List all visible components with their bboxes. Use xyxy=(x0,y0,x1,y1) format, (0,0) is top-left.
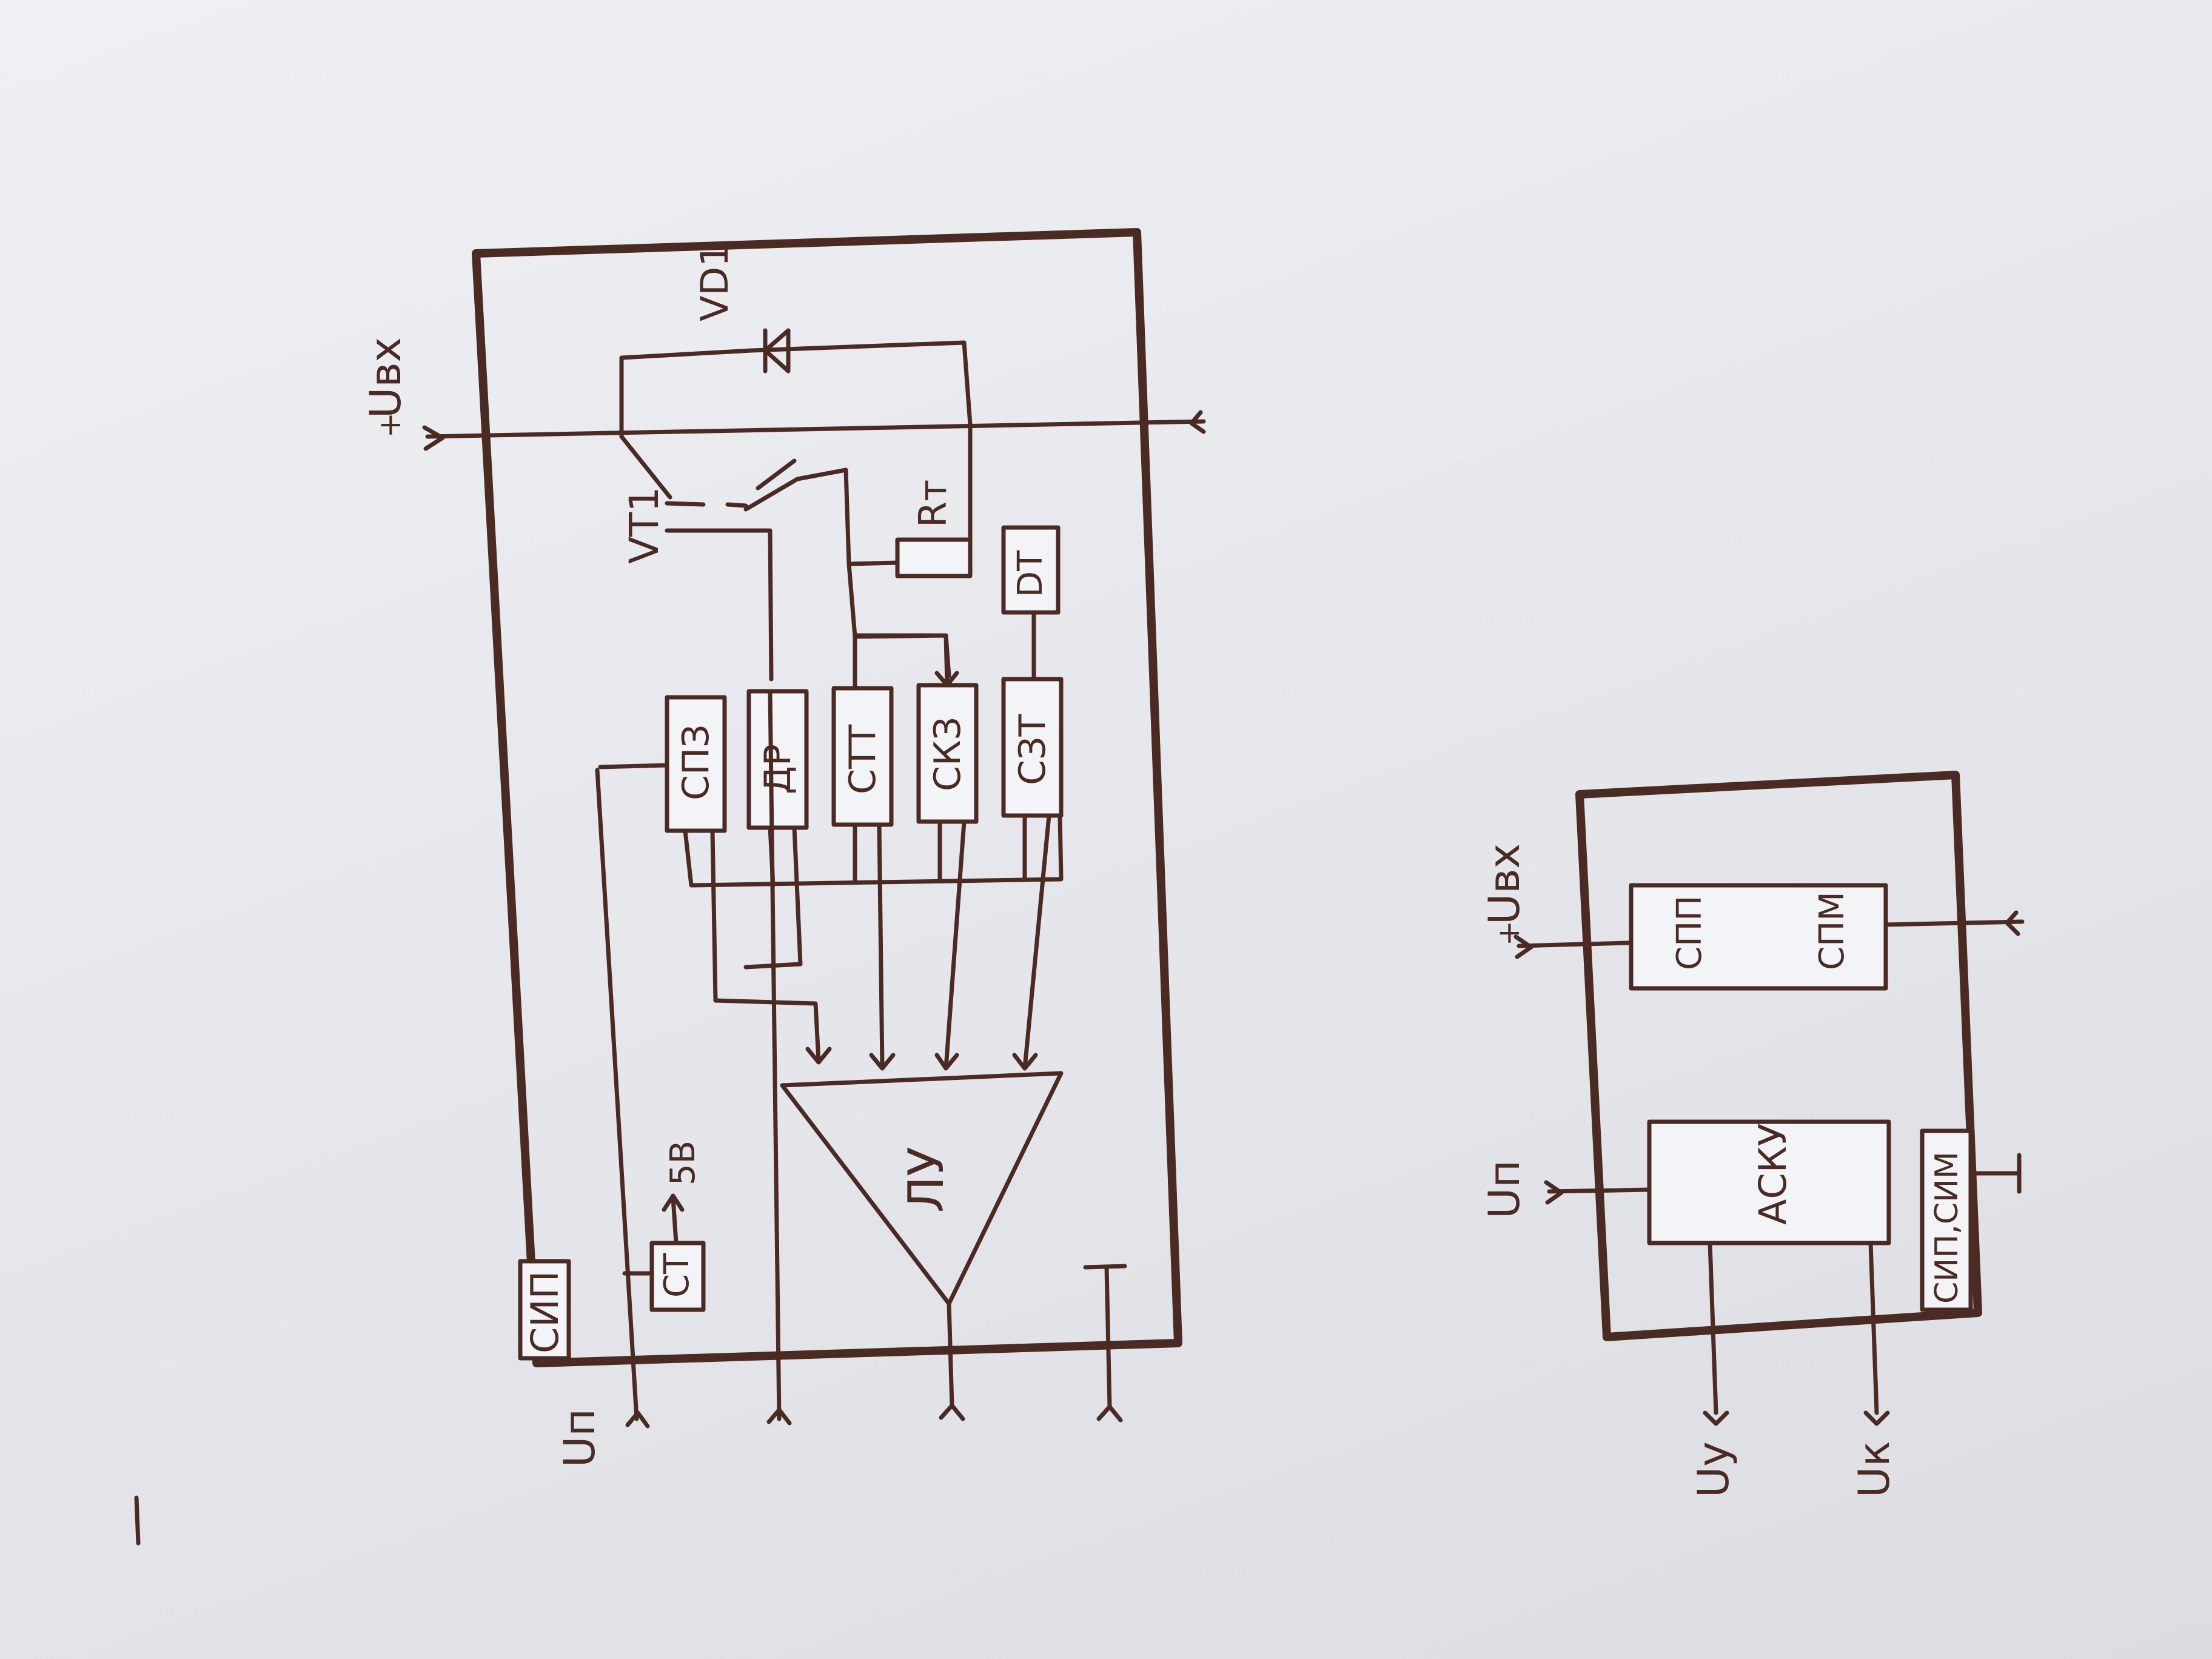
ground-symbol xyxy=(1083,1264,1127,1409)
logic-feed-1 xyxy=(710,828,832,1065)
diode-loop xyxy=(619,340,973,439)
out-u-arrow xyxy=(1703,1410,1729,1426)
logic-feed-2 xyxy=(743,825,803,970)
right-output-wire xyxy=(1883,919,2025,927)
asku-box xyxy=(1647,1119,1891,1245)
block-dr xyxy=(746,689,809,830)
diode-symbol xyxy=(763,328,791,374)
spp-label: СПП xyxy=(1670,896,1709,970)
right-input-arrow xyxy=(1513,934,1533,959)
transistor-collector xyxy=(619,434,672,500)
block-label: СТТ xyxy=(842,724,884,794)
ground-out-arrow xyxy=(1096,1404,1123,1423)
transistor-emitter xyxy=(756,458,797,491)
spz-feed xyxy=(598,763,669,769)
pen-mark xyxy=(134,1495,141,1546)
block-label: СПЗ xyxy=(675,725,717,800)
supply-arrow xyxy=(625,1410,650,1429)
skz-arrow xyxy=(853,633,959,688)
transistor-gate xyxy=(665,528,774,682)
out-k-wire xyxy=(1868,1241,1879,1415)
right-input-label: Uвх xyxy=(1480,843,1529,925)
right-frame xyxy=(1575,771,1982,1341)
transistor-base xyxy=(665,501,748,508)
out-u-label: Uу xyxy=(1689,1441,1738,1498)
dr-out-arrow xyxy=(766,1407,792,1426)
logic-feed-3 xyxy=(869,822,896,1071)
left-supply-label: Uп xyxy=(555,1409,605,1467)
logic-label: ЛУ xyxy=(898,1147,954,1213)
sip-sim-label: СИП,СИМ xyxy=(1929,1151,1965,1304)
input-arrow-left xyxy=(422,425,445,451)
block-stt xyxy=(831,686,894,827)
block-bus xyxy=(683,813,1064,888)
dt-label: DT xyxy=(1011,550,1050,597)
spm-label: СПМ xyxy=(1812,891,1852,970)
resistor-box xyxy=(895,537,973,578)
block-szt xyxy=(1001,677,1064,818)
spp-spm-box xyxy=(1629,883,1888,991)
left-sip-box xyxy=(518,1259,571,1361)
left-input-label: Uвх xyxy=(361,337,411,418)
dr-out-wire xyxy=(768,689,782,1421)
function-blocks: СПЗ ДР СТТ СКЗ СЗТ xyxy=(665,677,1064,833)
right-input-sign: + xyxy=(1491,920,1526,946)
logic-feed-4 xyxy=(934,819,967,1071)
logic-triangle xyxy=(780,1071,1064,1306)
dt-box xyxy=(1001,525,1061,615)
right-supply-arrow xyxy=(1544,1180,1564,1205)
sip-sim-box xyxy=(1920,1128,1973,1312)
left-sip-label: СИП xyxy=(523,1271,567,1353)
block-label: СЗТ xyxy=(1011,714,1054,785)
block-label: ДР xyxy=(757,744,799,794)
right-input-wire xyxy=(1517,940,1631,948)
block-label: СКЗ xyxy=(927,717,969,791)
block-spz xyxy=(665,695,727,833)
left-diagram: СИП Uвх + VD1 VT1 Rт DT xyxy=(361,228,1206,1467)
out-u-wire xyxy=(1708,1241,1718,1415)
supply-wire xyxy=(595,768,639,1421)
stabilizer-label: СТ xyxy=(657,1253,697,1298)
out-k-arrow xyxy=(1863,1410,1890,1426)
out-k-label: Uк xyxy=(1849,1441,1899,1498)
resistor-tap xyxy=(846,561,951,679)
right-output-arrow xyxy=(2005,910,2020,936)
transistor-label: VT1 xyxy=(621,487,668,564)
left-input-sign: + xyxy=(372,412,407,438)
five-volt-arrow xyxy=(662,1193,685,1245)
resistor-label: Rт xyxy=(911,480,955,528)
asku-label: АСКУ xyxy=(1751,1123,1795,1225)
right-supply-wire xyxy=(1547,1187,1652,1194)
five-volt-label: 5В xyxy=(663,1141,703,1185)
logic-out-arrow xyxy=(939,1403,965,1421)
left-frame xyxy=(472,228,1182,1367)
input-wire xyxy=(425,419,1206,439)
right-supply-label: Uп xyxy=(1480,1160,1529,1219)
diode-label: VD1 xyxy=(692,243,737,321)
output-arrow-right xyxy=(1189,410,1206,434)
stabilizer-box xyxy=(649,1241,706,1312)
logic-output xyxy=(947,1301,954,1409)
right-diagram: Uвх + СПП СПМ АСКУ Uп СИП,СИМ Uу Uк xyxy=(1480,771,2025,1498)
right-ground xyxy=(1971,1153,2022,1194)
logic-feed-5 xyxy=(1012,813,1051,1071)
